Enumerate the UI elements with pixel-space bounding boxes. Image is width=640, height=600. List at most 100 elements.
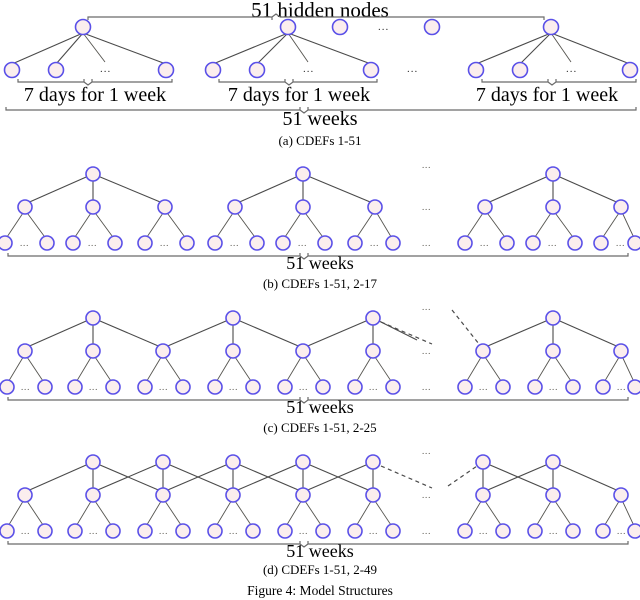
- panel-d-subcaption: (d) CDEFs 1-51, 2-49: [262, 562, 378, 577]
- leaf-node: [105, 379, 121, 395]
- root-node: [295, 454, 311, 470]
- leaf-node: [107, 235, 123, 251]
- day-node: [248, 61, 266, 79]
- hidden-node: [542, 18, 560, 36]
- day-node: [467, 61, 485, 79]
- panel-b-tree-3: ... ... ...: [457, 166, 640, 251]
- panel-c-leaf-ellipsis: ...: [617, 382, 626, 392]
- panel-b-gap-ellipsis: ...: [422, 238, 431, 248]
- panel-d-leaf-ellipsis: ...: [89, 526, 98, 536]
- mid-node: [157, 199, 173, 215]
- panel-a-week-label-1: 7 days for 1 week: [23, 84, 167, 106]
- mid-node: [613, 487, 629, 503]
- mid-node: [295, 343, 311, 359]
- panel-b-subcaption: (b) CDEFs 1-51, 2-17: [262, 276, 378, 291]
- panel-c-leaf-edges: [6, 353, 636, 385]
- panel-d-total-brace: [7, 541, 629, 548]
- panel-a-leaf-ellipsis: ...: [566, 63, 577, 75]
- hidden-node: [74, 18, 92, 36]
- leaf-node: [317, 235, 333, 251]
- leaf-node: [627, 235, 640, 251]
- root-node: [85, 166, 101, 182]
- leaf-node: [207, 379, 223, 395]
- leaf-node: [207, 523, 223, 539]
- mid-node: [475, 487, 491, 503]
- leaf-node: [137, 379, 153, 395]
- mid-node: [17, 487, 33, 503]
- mid-node: [545, 199, 561, 215]
- mid-node: [227, 199, 243, 215]
- leaf-node: [595, 523, 611, 539]
- panel-c-leaf-ellipsis: ...: [159, 382, 168, 392]
- panel-d-root-edges: [24, 461, 622, 493]
- leaf-node: [67, 379, 83, 395]
- leaf-node: [457, 379, 473, 395]
- panel-a-leaf-ellipsis: ...: [100, 63, 111, 75]
- panel-c-leaf-ellipsis: ...: [89, 382, 98, 392]
- panel-c-graph: ... ... ... ... ... ... ...: [0, 302, 640, 395]
- leaf-node: [179, 235, 195, 251]
- leaf-node: [593, 235, 609, 251]
- leaf-node: [567, 235, 583, 251]
- panel-a-group-ellipsis: ...: [407, 63, 418, 75]
- mid-node: [613, 199, 629, 215]
- panel-c-leaf-ellipsis: ...: [299, 382, 308, 392]
- leaf-node: [39, 235, 55, 251]
- leaf-node: [137, 235, 153, 251]
- hidden-node: [279, 18, 297, 36]
- mid-node: [225, 487, 241, 503]
- panel-b-leaf-ellipsis: ...: [370, 238, 379, 248]
- leaf-node: [495, 379, 511, 395]
- leaf-node: [627, 523, 640, 539]
- hidden-node: [423, 18, 441, 36]
- panel-a-leaf-ellipsis: ...: [303, 63, 314, 75]
- leaf-node: [495, 523, 511, 539]
- day-node: [204, 61, 222, 79]
- panel-a-week-label-3: 7 days for 1 week: [475, 84, 619, 106]
- panel-c-gap-ellipsis: ...: [422, 302, 431, 312]
- panel-c-leaf-ellipsis: ...: [369, 382, 378, 392]
- figure-caption: Figure 4: Model Structures: [247, 583, 393, 598]
- panel-d-leaf-ellipsis: ...: [159, 526, 168, 536]
- leaf-node: [275, 235, 291, 251]
- panel-d-gap-ellipsis: ...: [422, 446, 431, 456]
- leaf-node: [245, 523, 261, 539]
- mid-node: [613, 343, 629, 359]
- leaf-node: [175, 523, 191, 539]
- leaf-node: [527, 379, 543, 395]
- root-node: [85, 454, 101, 470]
- panel-d-graph: ... ... ... ... ... ... ...: [0, 446, 640, 539]
- panel-d-leaf-ellipsis: ...: [549, 526, 558, 536]
- root-node: [365, 454, 381, 470]
- panel-c-gap-ellipsis: ...: [422, 346, 431, 356]
- panel-a-subcaption: (a) CDEFs 1-51: [278, 133, 362, 148]
- panel-a-week-brace: [218, 79, 378, 86]
- leaf-node: [315, 379, 331, 395]
- day-node: [511, 61, 529, 79]
- panel-a-top-ellipsis: ...: [378, 21, 389, 33]
- panel-a-edges-group-3: [475, 32, 631, 65]
- panel-b-leaf-ellipsis: ...: [20, 238, 29, 248]
- panel-a-week-label-2: 7 days for 1 week: [227, 84, 371, 106]
- leaf-node: [595, 379, 611, 395]
- mid-node: [155, 343, 171, 359]
- mid-node: [17, 343, 33, 359]
- leaf-node: [527, 523, 543, 539]
- leaf-node: [277, 523, 293, 539]
- panel-c-dashed-bridge: [380, 321, 433, 345]
- panel-a-edges-group-2: [212, 32, 372, 65]
- day-node: [621, 61, 639, 79]
- panel-d-dashed-bridge: [447, 465, 478, 487]
- leaf-node: [67, 523, 83, 539]
- panel-d-leaf-ellipsis: ...: [21, 526, 30, 536]
- panel-d-leaf-ellipsis: ...: [617, 526, 626, 536]
- root-node: [225, 454, 241, 470]
- root-node: [545, 166, 561, 182]
- leaf-node: [385, 379, 401, 395]
- mid-node: [367, 199, 383, 215]
- panel-c-leaf-ellipsis: ...: [549, 382, 558, 392]
- panel-a-edges-group-1: [11, 32, 167, 65]
- leaf-node: [277, 379, 293, 395]
- mid-node: [85, 199, 101, 215]
